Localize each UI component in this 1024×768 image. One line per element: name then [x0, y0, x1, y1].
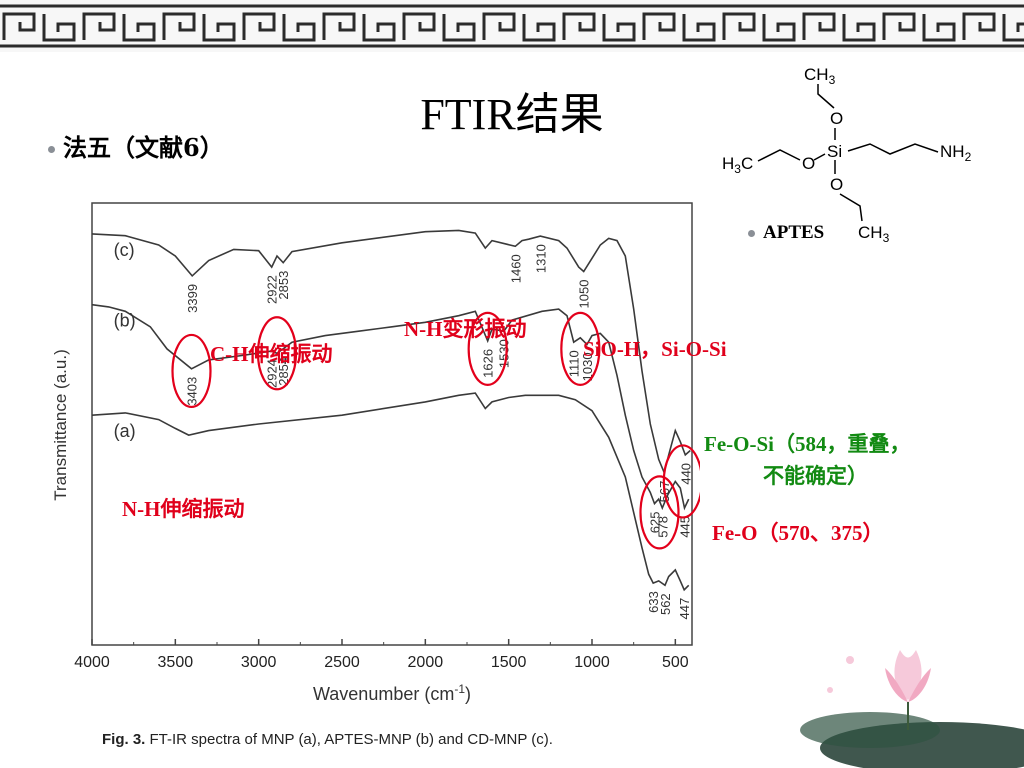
peak-label: 440 [678, 463, 693, 485]
peak-label: 1626 [481, 349, 496, 378]
peak-label: 3403 [185, 377, 200, 406]
series-label: (b) [114, 311, 136, 331]
aptes-structure-diagram: CH3 O Si NH2 H3C O O CH3 [722, 65, 972, 245]
struct-ch3-top: CH3 [804, 65, 836, 87]
peak-label: 1110 [567, 350, 582, 377]
struct-o-left: O [802, 154, 815, 173]
peak-label: 1310 [533, 244, 548, 273]
series-line [91, 229, 691, 476]
x-tick-label: 4000 [74, 654, 110, 671]
x-tick-label: 1000 [574, 654, 610, 671]
x-axis-label: Wavenumber (cm-1) [313, 682, 471, 704]
peak-label: 2924 [264, 359, 279, 388]
x-axis: 4000 3500 3000 2500 2000 1500 1000 500 [74, 639, 689, 671]
peak-label: 625 [648, 512, 663, 534]
ftir-chart: 4000 3500 3000 2500 2000 1500 1000 500 Transmit… [51, 202, 700, 704]
578-circle [639, 475, 680, 550]
x-tick-label: 500 [662, 654, 689, 671]
peak-label: 2853 [276, 271, 291, 300]
peak-label: 447 [677, 598, 692, 620]
peak-label: 2854 [276, 357, 291, 386]
annotation-nh-stretch: N-H伸缩振动 [122, 497, 245, 521]
series-label: (c) [114, 240, 135, 260]
bullet-icon [748, 230, 755, 238]
struct-o-bottom: O [830, 175, 843, 194]
annotation-circles [171, 311, 700, 550]
spectra-curves [91, 229, 691, 592]
annotation-nh-bend: N-H变形振动 [404, 317, 527, 341]
lotus-decoration [800, 650, 1024, 768]
x-tick-label: 1500 [491, 654, 527, 671]
aptes-label: APTES [748, 222, 824, 244]
x-tick-label: 2000 [408, 654, 444, 671]
bullet-icon [48, 146, 55, 153]
x-tick-label: 3500 [158, 654, 194, 671]
peak-label: 3399 [185, 284, 200, 313]
3403-circle [171, 333, 212, 409]
struct-o-top: O [830, 109, 843, 128]
y-axis-label: Transmittance (a.u.) [51, 349, 70, 500]
peak-label: 2922 [265, 275, 280, 304]
peak-label: 578 [655, 516, 670, 538]
struct-ch3-bottom: CH3 [858, 223, 890, 245]
1110-circle [560, 311, 601, 386]
annotation-fe-o: Fe-O（570、375） [712, 521, 884, 545]
series-line [91, 303, 690, 511]
peak-label: 1460 [508, 254, 523, 283]
2924-circle [256, 316, 298, 391]
slide-title: FTIR结果 [420, 90, 604, 139]
figure-caption: Fig. 3. FT-IR spectra of MNP (a), APTES-… [102, 731, 553, 748]
annotation-ch-stretch: C-H伸缩振动 [210, 342, 333, 366]
peak-label: 1530 [497, 339, 512, 368]
x-tick-label: 2500 [324, 654, 360, 671]
peak-label: 1030 [580, 352, 595, 381]
peak-label: 445 [678, 516, 693, 538]
plot-frame [91, 202, 693, 646]
annotation-sio-h: SiO-H，Si-O-Si [583, 337, 727, 361]
peak-label: 562 [658, 593, 673, 615]
struct-si: Si [827, 142, 842, 161]
subtitle-text: 法五（文献6） [63, 133, 224, 162]
annotation-fe-o-si-note: 不能确定） [763, 464, 868, 488]
1626-circle [467, 311, 508, 386]
445-circle [662, 444, 700, 519]
peak-label: 633 [646, 591, 661, 613]
peak-label: 1050 [577, 280, 592, 309]
decorative-border-band [0, 0, 1024, 52]
series-label: (a) [114, 421, 136, 441]
struct-h3c: H3C [722, 154, 753, 176]
slide-subtitle: 法五（文献6） [48, 128, 224, 163]
series-line [91, 392, 690, 592]
struct-nh2: NH2 [940, 142, 972, 164]
x-tick-label: 3000 [241, 654, 277, 671]
annotation-fe-o-si: Fe-O-Si（584，重叠， [704, 432, 911, 456]
